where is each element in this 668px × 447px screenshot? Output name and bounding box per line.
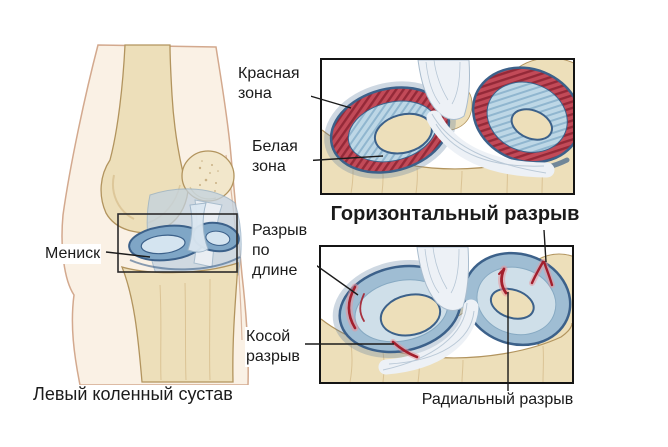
meniscus-zoom-box: [117, 213, 238, 273]
label-red-zone: Красная зона: [237, 64, 311, 104]
meniscus-lateral-zones: [471, 66, 573, 164]
tear-types-panel: [319, 245, 574, 384]
zones-panel: [320, 58, 575, 195]
caption-left-knee: Левый коленный сустав: [33, 384, 233, 404]
label-lengthwise-tear: Разрыв по длине: [251, 221, 317, 281]
label-oblique-tear: Косой разрыв: [245, 327, 305, 367]
cruciate-ligament: [417, 60, 555, 178]
cruciate-ligament: [378, 247, 479, 375]
tear-types-illustration: [321, 247, 572, 382]
meniscus-lateral: [462, 251, 572, 347]
meniscus-medial-zones: [329, 86, 451, 174]
oblique-tear-mark: [390, 339, 420, 360]
zones-illustration: [322, 60, 573, 193]
caption-horizontal-tear: Горизонтальный разрыв: [330, 203, 580, 225]
radial-tear-mark: [498, 265, 510, 297]
label-white-zone: Белая зона: [251, 137, 313, 177]
label-meniscus: Мениск: [44, 244, 102, 264]
meniscus-left-figure: [128, 202, 241, 271]
left-knee-figure: [61, 44, 249, 385]
label-radial-tear: Радиальный разрыв: [421, 391, 574, 408]
horizontal-tear-mark: [529, 259, 555, 288]
